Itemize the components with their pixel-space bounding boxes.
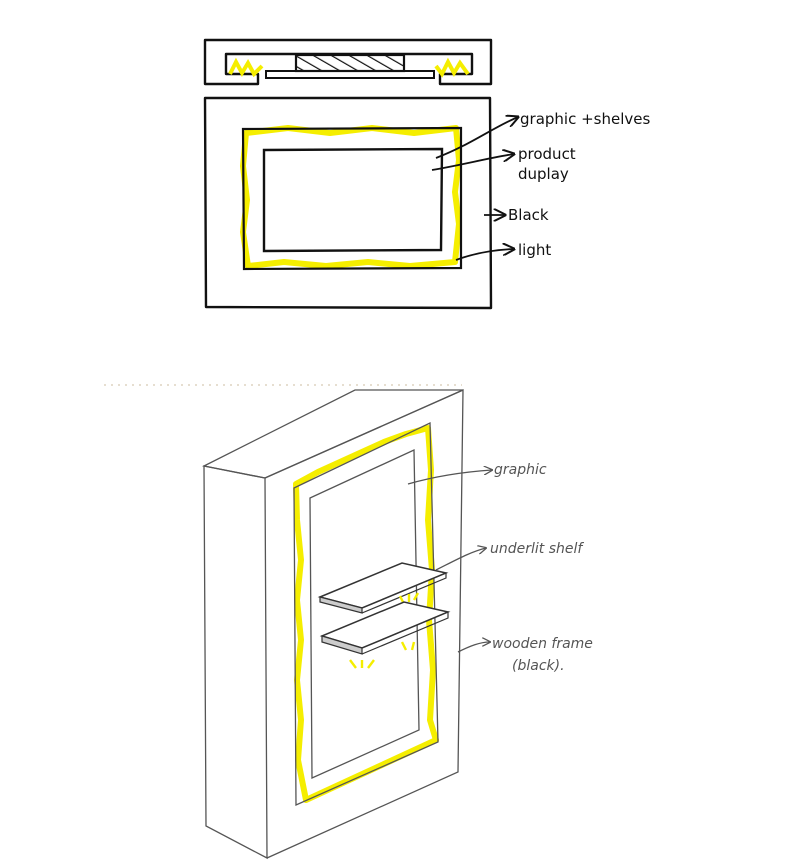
perspective-light-band <box>293 425 439 803</box>
section-channel <box>203 38 493 86</box>
arrow-graphic-shelves <box>435 117 518 159</box>
label-black: Black <box>508 206 549 224</box>
front-product-display <box>262 147 444 253</box>
label-graphic-shelves: graphic +shelves <box>520 110 650 128</box>
label-graphic: graphic <box>494 462 547 478</box>
box-left-face <box>203 465 268 860</box>
label-product-display-2: duplay <box>518 165 569 183</box>
arrow-wooden-frame <box>457 642 490 653</box>
label-underlit-shelf: underlit shelf <box>490 541 584 557</box>
front-elevation: graphic +shelves product duplay Black li… <box>203 96 650 310</box>
label-wooden-frame-2: (black). <box>512 658 565 674</box>
section-light-right <box>434 57 470 78</box>
front-light-boundary <box>241 126 463 271</box>
label-wooden-frame-1: wooden frame <box>492 636 593 652</box>
arrow-underlit-shelf <box>435 548 486 571</box>
perspective-frame-opening <box>293 421 439 806</box>
arrow-graphic <box>407 470 492 485</box>
perspective-view: graphic underlit shelf wooden frame (bla… <box>202 388 593 860</box>
section-view <box>203 38 493 86</box>
section-shelf <box>265 70 435 79</box>
section-light-left <box>228 57 264 78</box>
shelf-lower-light <box>349 641 416 669</box>
arrow-product-display <box>431 154 514 171</box>
label-light: light <box>518 241 551 259</box>
box-front-face <box>264 388 464 859</box>
perspective-graphic-panel <box>309 448 420 780</box>
front-outer-frame <box>203 96 493 310</box>
section-hatched-block <box>294 53 406 73</box>
arrow-light <box>455 249 514 261</box>
label-product-display-1: product <box>518 145 576 163</box>
